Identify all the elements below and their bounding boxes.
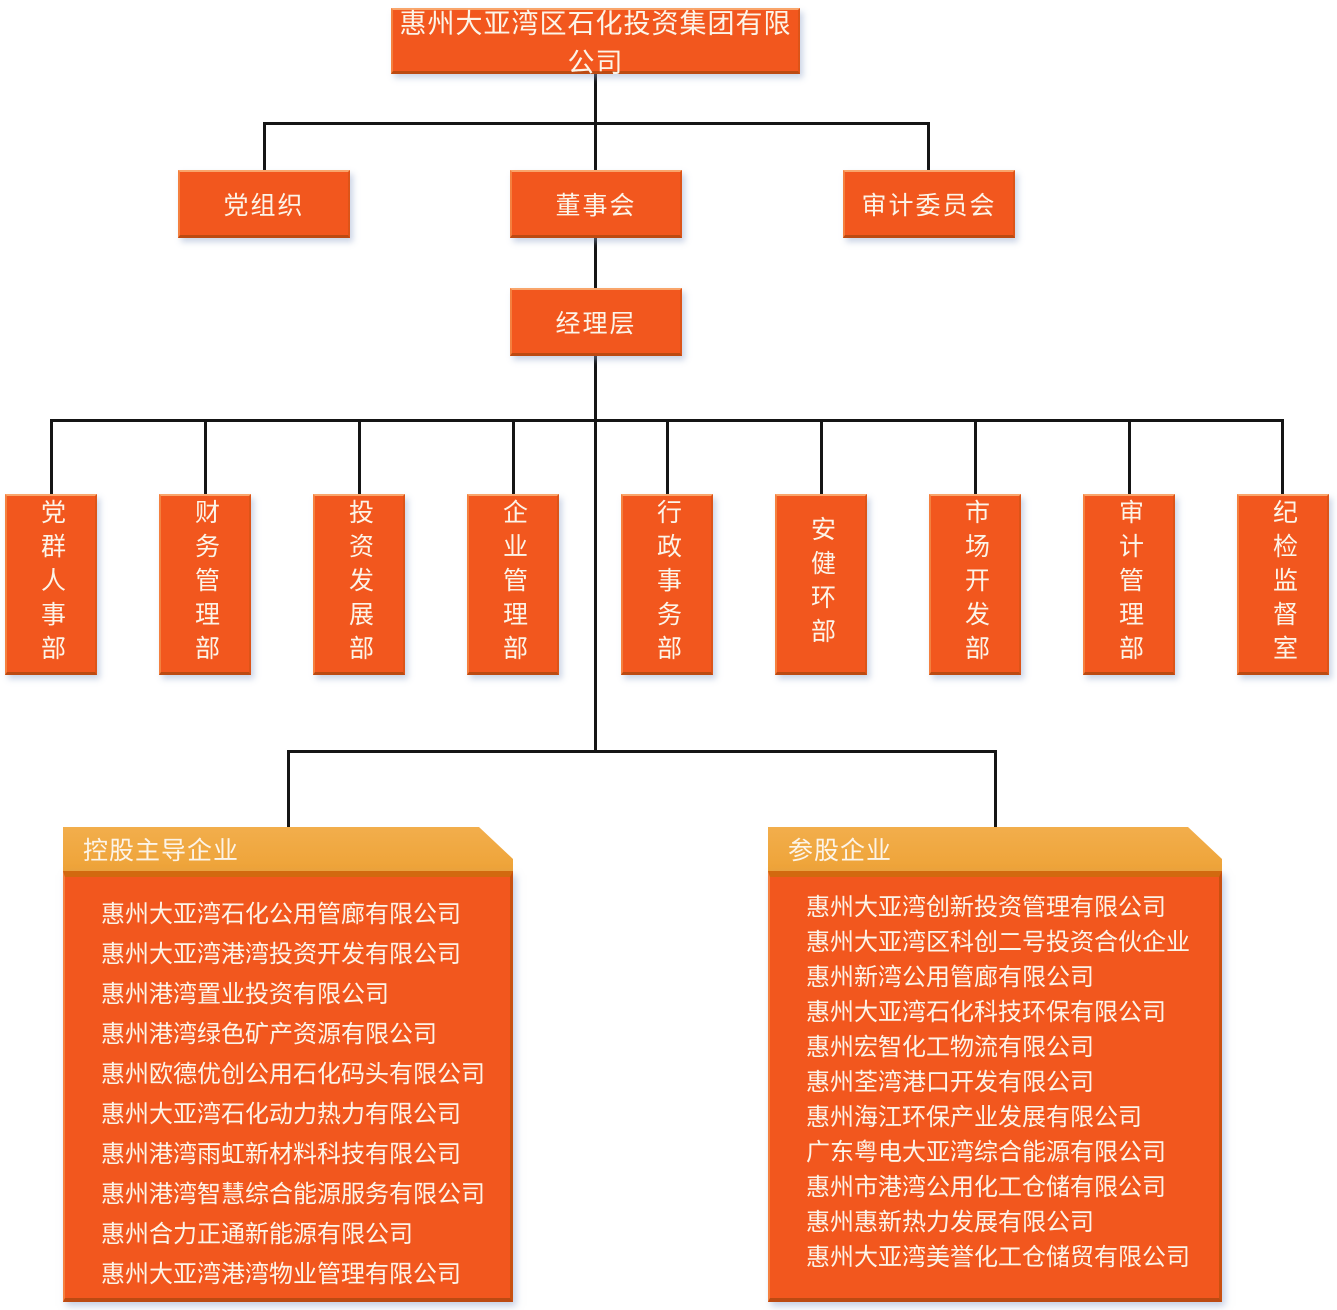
company-item: 惠州大亚湾区科创二号投资合伙企业 bbox=[806, 929, 1190, 956]
connector-board-management bbox=[594, 238, 597, 288]
connector-drop-board bbox=[594, 122, 597, 170]
company-item: 惠州大亚湾创新投资管理有限公司 bbox=[806, 894, 1166, 921]
dept-label: 行政事务部 bbox=[653, 499, 682, 669]
connector-management-trunk bbox=[594, 356, 597, 419]
dept-label: 企业管理部 bbox=[499, 499, 528, 669]
connector-groups-horizontal bbox=[287, 750, 997, 753]
dept-investment-development: 投资发展部 bbox=[313, 494, 405, 675]
equity-enterprises-title: 参股企业 bbox=[788, 837, 893, 865]
dept-finance-management: 财务管理部 bbox=[159, 494, 251, 675]
connector-drop-party bbox=[263, 122, 266, 170]
company-item: 惠州港湾雨虹新材料科技有限公司 bbox=[101, 1141, 461, 1168]
node-group-company-label: 惠州大亚湾区石化投资集团有限公司 bbox=[399, 8, 792, 78]
connector-drop-dept-6 bbox=[820, 419, 823, 494]
company-item: 惠州宏智化工物流有限公司 bbox=[806, 1034, 1094, 1061]
node-group-company: 惠州大亚湾区石化投资集团有限公司 bbox=[391, 8, 800, 78]
equity-enterprises-header: 参股企业 bbox=[768, 827, 1222, 871]
company-item: 惠州欧德优创公用石化码头有限公司 bbox=[101, 1061, 485, 1088]
connector-drop-dept-3 bbox=[358, 419, 361, 494]
company-item: 惠州大亚湾港湾物业管理有限公司 bbox=[101, 1261, 461, 1288]
dept-audit-management: 审计管理部 bbox=[1083, 494, 1175, 675]
node-audit-committee-label: 审计委员会 bbox=[861, 191, 997, 220]
company-item: 惠州市港湾公用化工仓储有限公司 bbox=[806, 1174, 1166, 1201]
connector-drop-dept-4 bbox=[512, 419, 515, 494]
holding-enterprises-body: 惠州大亚湾石化公用管廊有限公司 惠州大亚湾港湾投资开发有限公司 惠州港湾置业投资… bbox=[63, 871, 513, 1302]
dept-market-development: 市场开发部 bbox=[929, 494, 1021, 675]
connector-drop-dept-9 bbox=[1281, 419, 1284, 494]
connector-drop-dept-5 bbox=[666, 419, 669, 494]
dept-label: 审计管理部 bbox=[1115, 499, 1144, 669]
company-item: 惠州合力正通新能源有限公司 bbox=[101, 1221, 413, 1248]
equity-enterprises-body: 惠州大亚湾创新投资管理有限公司 惠州大亚湾区科创二号投资合伙企业 惠州新湾公用管… bbox=[768, 871, 1222, 1302]
holding-enterprises-panel: 控股主导企业 惠州大亚湾石化公用管廊有限公司 惠州大亚湾港湾投资开发有限公司 惠… bbox=[63, 827, 513, 1302]
holding-enterprises-list: 惠州大亚湾石化公用管廊有限公司 惠州大亚湾港湾投资开发有限公司 惠州港湾置业投资… bbox=[65, 877, 510, 1295]
node-party-organization: 党组织 bbox=[178, 170, 350, 238]
equity-enterprises-list: 惠州大亚湾创新投资管理有限公司 惠州大亚湾区科创二号投资合伙企业 惠州新湾公用管… bbox=[770, 877, 1219, 1275]
dept-party-masses-personnel: 党群人事部 bbox=[5, 494, 97, 675]
company-item: 惠州大亚湾美誉化工仓储贸有限公司 bbox=[806, 1244, 1190, 1271]
company-item: 惠州港湾绿色矿产资源有限公司 bbox=[101, 1021, 437, 1048]
connector-drop-holding-group bbox=[287, 750, 290, 827]
dept-administrative-affairs: 行政事务部 bbox=[621, 494, 713, 675]
holding-enterprises-title: 控股主导企业 bbox=[83, 837, 240, 865]
dept-label: 纪检监督室 bbox=[1269, 499, 1298, 669]
node-board-of-directors-label: 董事会 bbox=[555, 191, 637, 220]
company-item: 惠州大亚湾石化科技环保有限公司 bbox=[806, 999, 1166, 1026]
connector-root-trunk bbox=[594, 73, 597, 122]
node-party-organization-label: 党组织 bbox=[223, 191, 305, 220]
equity-enterprises-panel: 参股企业 惠州大亚湾创新投资管理有限公司 惠州大亚湾区科创二号投资合伙企业 惠州… bbox=[768, 827, 1222, 1302]
company-item: 惠州海江环保产业发展有限公司 bbox=[806, 1104, 1142, 1131]
dept-label: 党群人事部 bbox=[37, 499, 66, 669]
node-board-of-directors: 董事会 bbox=[510, 170, 682, 238]
company-item: 惠州荃湾港口开发有限公司 bbox=[806, 1069, 1094, 1096]
node-management-layer-label: 经理层 bbox=[555, 309, 637, 338]
dept-label: 投资发展部 bbox=[345, 499, 374, 669]
dept-label: 市场开发部 bbox=[961, 499, 990, 669]
connector-drop-dept-1 bbox=[50, 419, 53, 494]
node-audit-committee: 审计委员会 bbox=[843, 170, 1015, 238]
dept-label: 财务管理部 bbox=[191, 499, 220, 669]
dept-enterprise-management: 企业管理部 bbox=[467, 494, 559, 675]
holding-enterprises-header: 控股主导企业 bbox=[63, 827, 513, 871]
company-item: 广东粤电大亚湾综合能源有限公司 bbox=[806, 1139, 1166, 1166]
connector-drop-dept-7 bbox=[974, 419, 977, 494]
company-item: 惠州惠新热力发展有限公司 bbox=[806, 1209, 1094, 1236]
connector-drop-dept-2 bbox=[204, 419, 207, 494]
company-item: 惠州大亚湾石化动力热力有限公司 bbox=[101, 1101, 461, 1128]
company-item: 惠州港湾智慧综合能源服务有限公司 bbox=[101, 1181, 485, 1208]
connector-drop-audit-committee bbox=[927, 122, 930, 170]
company-item: 惠州港湾置业投资有限公司 bbox=[101, 981, 389, 1008]
company-item: 惠州新湾公用管廊有限公司 bbox=[806, 964, 1094, 991]
dept-label: 安健环部 bbox=[807, 516, 836, 652]
dept-discipline-inspection-office: 纪检监督室 bbox=[1237, 494, 1329, 675]
dept-safety-health-environment: 安健环部 bbox=[775, 494, 867, 675]
connector-drop-equity-group bbox=[994, 750, 997, 827]
node-management-layer: 经理层 bbox=[510, 288, 682, 356]
connector-drop-dept-8 bbox=[1128, 419, 1131, 494]
company-item: 惠州大亚湾石化公用管廊有限公司 bbox=[101, 901, 461, 928]
company-item: 惠州大亚湾港湾投资开发有限公司 bbox=[101, 941, 461, 968]
connector-groups-trunk bbox=[594, 419, 597, 750]
